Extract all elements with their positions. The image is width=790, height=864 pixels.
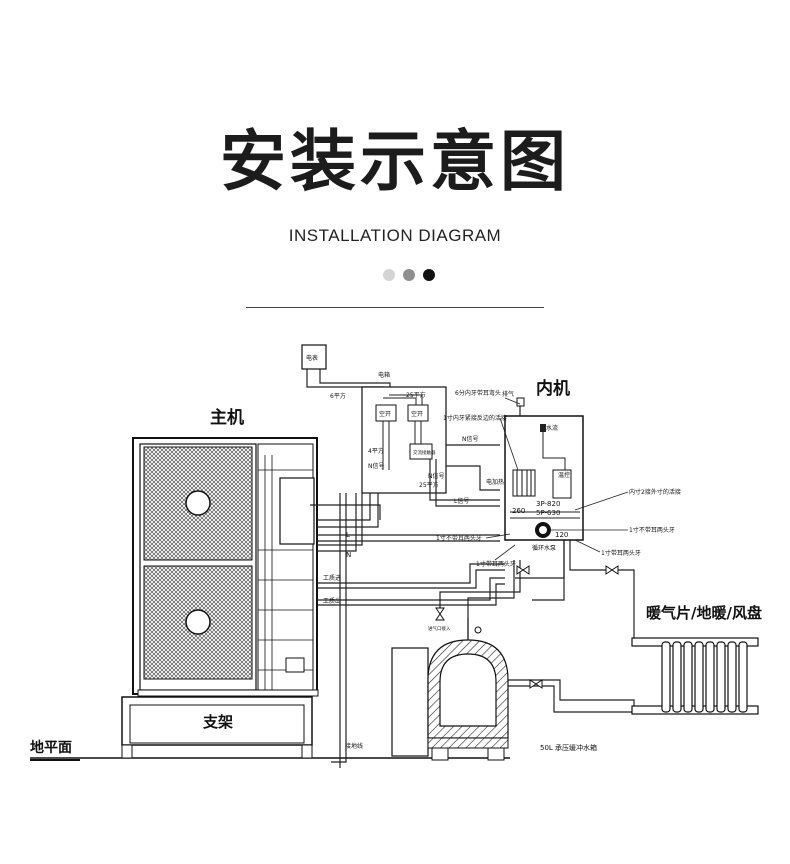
label-n-signal-box: N信号 [462,435,479,443]
label-l-signal: L信号 [454,497,469,505]
label-work-in: 工质进 [323,574,341,582]
label-tank: 50L 承压缓冲水箱 [540,743,597,752]
label-work-out: 工质出 [323,597,341,605]
label-120: 120 [555,531,568,539]
electric-meter [301,344,327,370]
label-radiator: 暖气片/地暖/风盘 [646,604,762,622]
label-4sq: 4平方 [368,447,384,455]
label-right-fitting2: 1寸不带耳两头牙 [629,526,675,534]
leader-lines [485,397,629,561]
label-top-fitting: 6分内牙带耳弯头 [455,389,501,397]
label-ground: 地平面 [30,739,72,756]
ground-line [30,757,510,761]
ground-wire [331,493,347,768]
radiator [631,637,759,715]
label-meter: 电表 [306,354,318,362]
header-divider [246,307,544,308]
water-pipes [439,540,635,713]
valves [435,565,619,689]
label-model-3p: 3P-820 [536,500,560,508]
label-exhaust: 排气 [502,390,514,398]
indoor-unit [504,397,584,541]
label-25sq-top: 25平方 [406,391,426,399]
stand [121,696,313,759]
label-25sq-bottom: 25平方 [419,481,439,489]
label-ac-contactor: 交流接触器 [413,449,436,456]
label-pressure: 温控 [558,471,570,479]
label-left-fitting: 1寸不带耳两头牙 [436,534,482,542]
label-indoor: 内机 [536,378,570,399]
label-wire-n: N [346,551,351,559]
label-circ-pump: 循环水泵 [532,544,556,552]
label-6sq: 6平方 [330,392,346,400]
label-pipe-note: 1寸内牙紧接反边的活接 [443,414,507,422]
label-tank-inlet: 进气口接入 [428,625,451,632]
host-unit [132,437,319,697]
label-wire-l: L [346,531,350,539]
refrigerant-pipes [317,563,505,606]
electric-panel [361,386,447,494]
label-water-level: 水流 [546,424,558,432]
label-left-fitting2: 1寸带耳两头牙 [476,560,516,568]
label-heater: 电加热 [486,478,504,486]
label-right-fitting: 内寸2接外寸的活接 [629,488,681,496]
label-right-fitting3: 1寸带耳两头牙 [601,549,641,557]
label-breaker2: 空开 [411,410,423,418]
label-n-signal: N信号 [368,462,385,470]
pager-dot-2 [403,269,415,281]
buffer-tank [391,618,509,761]
power-wires [310,444,500,552]
label-stand: 支架 [202,713,233,731]
pager-dot-3-active [423,269,435,281]
installation-diagram: 地平面 支架 主机 电表 电箱 6平方 [30,344,762,768]
pager-dot-1 [383,269,395,281]
label-panel: 电箱 [378,371,390,379]
label-model-5p: 5P-630 [536,509,560,517]
page-title: 安装示意图 [220,123,570,200]
label-host: 主机 [210,407,244,428]
page-subtitle: INSTALLATION DIAGRAM [288,226,502,245]
label-breaker1: 空开 [379,410,391,418]
label-260: 260 [512,507,525,515]
label-ground-wire: 接地线 [345,742,363,750]
